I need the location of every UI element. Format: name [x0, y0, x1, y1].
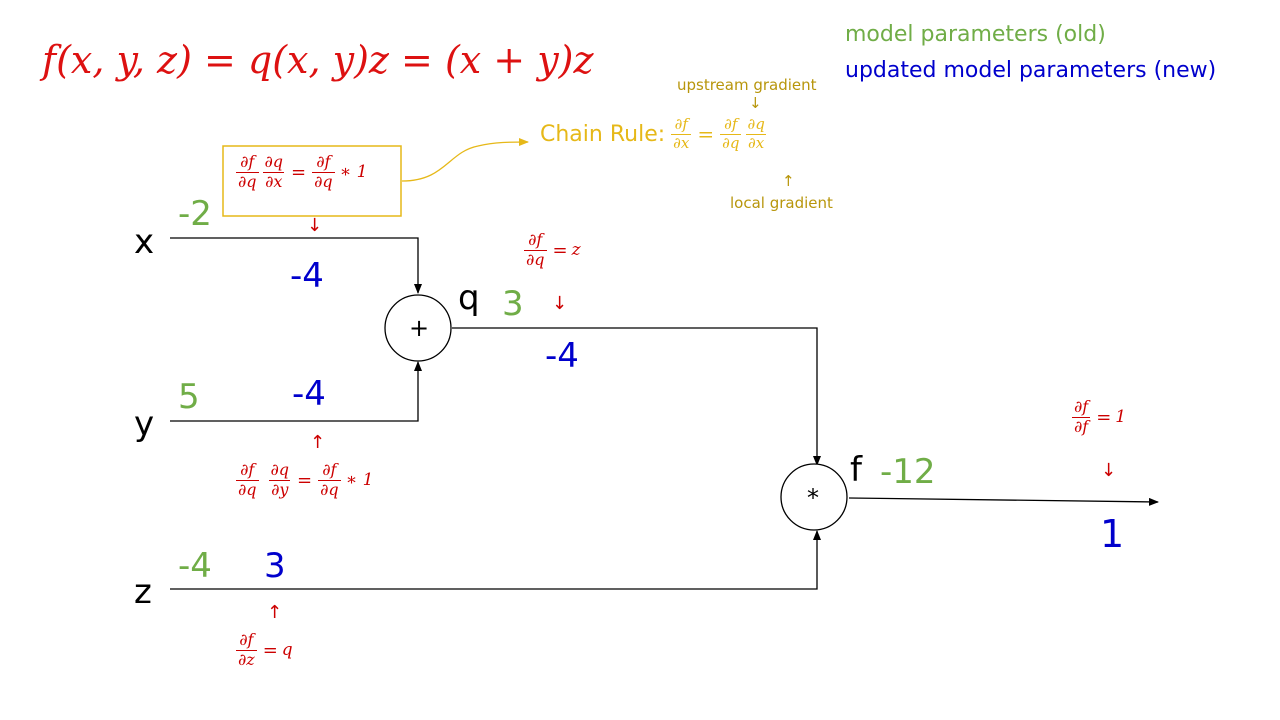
dx-frac1-num: ∂f	[240, 152, 255, 171]
input-x-label: x	[134, 222, 155, 262]
dy-frac3-den: ∂q	[318, 479, 341, 499]
chain-r1-den: ∂q	[720, 133, 742, 152]
dz-gradient-formula: ∂f ∂z = q	[236, 630, 293, 669]
dx-tail: ∗ 1	[339, 162, 368, 183]
input-y-old: 5	[178, 377, 200, 417]
input-z-new: 3	[264, 546, 286, 586]
dz-frac-num: ∂f	[239, 630, 254, 649]
x-wire	[170, 237, 422, 294]
df-arrow: ↓	[1101, 460, 1117, 481]
dx-frac3: ∂f ∂q	[312, 152, 335, 191]
chain-lhs-num: ∂f	[674, 115, 688, 133]
y-wire	[170, 361, 422, 422]
dz-rhs: q	[281, 640, 293, 661]
chain-rule-connector	[401, 138, 529, 182]
legend-new: updated model parameters (new)	[845, 58, 1217, 83]
dx-frac1: ∂f ∂q	[236, 152, 259, 191]
dy-frac1-num: ∂f	[240, 460, 255, 479]
chain-rule-formula: Chain Rule: ∂f ∂x = ∂f ∂q ∂q ∂x	[540, 115, 767, 152]
dy-frac3: ∂f ∂q	[318, 460, 341, 499]
dy-frac2-num: ∂q	[270, 460, 290, 479]
dy-frac1-den: ∂q	[236, 479, 259, 499]
chain-lhs-fraction: ∂f ∂x	[671, 115, 692, 152]
dz-arrow: ↑	[267, 602, 283, 623]
dq-arrow: ↓	[552, 293, 568, 314]
add-node-symbol: +	[409, 314, 430, 342]
dq-rhs: z	[571, 240, 581, 261]
input-z-label: z	[134, 572, 152, 612]
legend-old: model parameters (old)	[845, 22, 1106, 47]
dy-frac2-den: ∂y	[269, 479, 291, 499]
upstream-gradient-label: upstream gradient	[677, 76, 817, 94]
dx-highlight-box	[222, 145, 402, 217]
dy-tail: ∗ 1	[345, 470, 374, 491]
q-label: q	[458, 278, 480, 318]
df-rhs: 1	[1115, 407, 1127, 428]
dz-frac-den: ∂z	[236, 649, 257, 669]
f-wire	[848, 497, 1159, 506]
dx-frac3-num: ∂f	[316, 152, 331, 171]
z-wire	[170, 530, 821, 590]
f-new: 1	[1100, 512, 1125, 556]
mul-node	[780, 463, 848, 531]
chain-r2-den: ∂x	[746, 133, 767, 152]
df-frac: ∂f ∂f	[1072, 397, 1091, 436]
chain-r2-fraction: ∂q ∂x	[745, 115, 767, 152]
dx-frac3-den: ∂q	[312, 171, 335, 191]
input-x-new: -4	[290, 256, 324, 296]
input-y-new: -4	[292, 374, 326, 414]
dy-arrow: ↑	[310, 432, 326, 453]
q-wire	[452, 327, 821, 466]
df-frac-den: ∂f	[1072, 416, 1091, 436]
f-old: -12	[880, 452, 936, 492]
dx-gradient-formula: ∂f ∂q ∂q ∂x = ∂f ∂q ∗ 1	[236, 152, 368, 191]
dx-frac2-num: ∂q	[264, 152, 284, 171]
chain-r1-num: ∂f	[724, 115, 738, 133]
mul-node-symbol: *	[807, 484, 819, 512]
input-y-label: y	[134, 404, 155, 444]
f-label: f	[850, 450, 862, 490]
dy-gradient-formula: ∂f ∂q ∂q ∂y = ∂f ∂q ∗ 1	[236, 460, 374, 499]
dy-frac1: ∂f ∂q	[236, 460, 259, 499]
upstream-arrow: ↓	[749, 94, 762, 112]
dx-arrow: ↓	[307, 215, 323, 236]
q-old: 3	[502, 284, 524, 324]
input-z-old: -4	[178, 546, 212, 586]
df-gradient-formula: ∂f ∂f = 1	[1072, 397, 1127, 436]
dq-gradient-formula: ∂f ∂q = z	[524, 230, 581, 269]
dx-frac1-den: ∂q	[236, 171, 259, 191]
dq-frac-den: ∂q	[524, 249, 547, 269]
chain-rule-label: Chain Rule:	[540, 121, 666, 147]
q-new: -4	[545, 336, 579, 376]
chain-r1-fraction: ∂f ∂q	[720, 115, 742, 152]
chain-lhs-den: ∂x	[671, 133, 692, 152]
local-gradient-label: local gradient	[730, 194, 833, 212]
dq-frac: ∂f ∂q	[524, 230, 547, 269]
dy-frac3-num: ∂f	[322, 460, 337, 479]
function-formula: f(x, y, z) = q(x, y)z = (x + y)z	[42, 38, 594, 82]
input-x-old: -2	[178, 194, 212, 234]
chain-r2-num: ∂q	[747, 115, 765, 133]
local-arrow: ↑	[782, 172, 795, 190]
dx-frac2-den: ∂x	[263, 171, 285, 191]
add-node	[384, 294, 452, 362]
dy-frac2: ∂q ∂y	[269, 460, 292, 499]
dz-frac: ∂f ∂z	[236, 630, 257, 669]
df-frac-num: ∂f	[1074, 397, 1089, 416]
dq-frac-num: ∂f	[528, 230, 543, 249]
dx-frac2: ∂q ∂x	[263, 152, 286, 191]
